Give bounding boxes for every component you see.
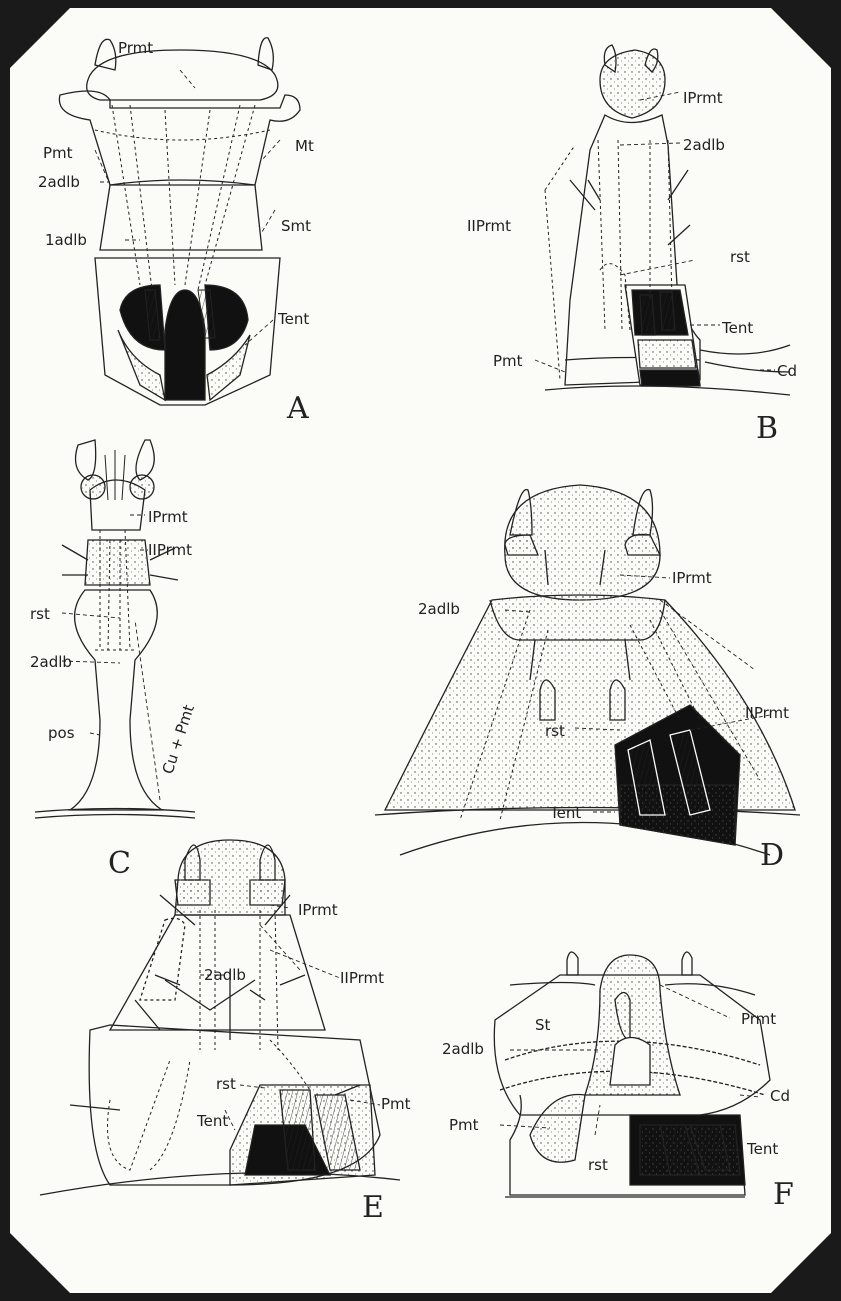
panel-letter-a: A [286,391,309,426]
label-a-pmt: Pmt [43,144,73,162]
panel-d [375,485,800,855]
label-c-iprmt: IPrmt [148,508,188,526]
label-a-mt: Mt [295,137,314,155]
label-f-pmt: Pmt [449,1116,479,1134]
panel-letter-f: F [773,1177,794,1212]
label-a-2adlb: 2adlb [38,173,80,191]
label-e-iiprmt: IIPrmt [340,969,384,987]
label-f-tent: Tent [746,1140,778,1158]
label-b-tent: Tent [721,319,753,337]
label-a-1adlb: 1adlb [45,231,87,249]
label-d-tent: Tent [549,804,581,822]
label-f-rst: rst [588,1156,608,1174]
panel-a [59,38,300,405]
label-e-2adlb: 2adlb [204,966,246,984]
label-d-iiprmt: IIPrmt [745,704,789,722]
label-f-prmt: Prmt [741,1010,776,1028]
panel-b [535,45,790,395]
label-e-rst: rst [216,1075,236,1093]
label-f-2adlb: 2adlb [442,1040,484,1058]
label-b-iiprmt: IIPrmt [467,217,511,235]
label-c-iiprmt: IIPrmt [148,541,192,559]
label-d-rst: rst [545,722,565,740]
label-f-cd: Cd [770,1087,790,1105]
label-b-2adlb: 2adlb [683,136,725,154]
label-b-rst: rst [730,248,750,266]
label-c-2adlb: 2adlb [30,653,72,671]
label-b-iprmt: IPrmt [683,89,723,107]
label-f-st: St [535,1016,551,1034]
label-e-iprmt: IPrmt [298,901,338,919]
label-c-rst: rst [30,605,50,623]
panel-letter-e: E [362,1190,384,1225]
label-a-tent: Tent [277,310,309,328]
panel-letter-b: B [756,411,778,446]
panel-letter-c: C [108,846,131,881]
panel-letter-d: D [760,838,784,873]
label-e-tent: Tent [196,1112,228,1130]
panel-e [40,840,400,1195]
panel-f [494,952,770,1197]
label-a-smt: Smt [281,217,311,235]
label-b-cd: Cd [777,362,797,380]
label-d-iprmt: IPrmt [672,569,712,587]
label-c-pos: pos [48,724,75,742]
label-a-prmt: Prmt [118,39,153,57]
label-b-pmt: Pmt [493,352,523,370]
label-e-pmt: Pmt [381,1095,411,1113]
label-d-2adlb: 2adlb [418,600,460,618]
label-c-cu-pmt: Cu + Pmt [159,702,198,776]
